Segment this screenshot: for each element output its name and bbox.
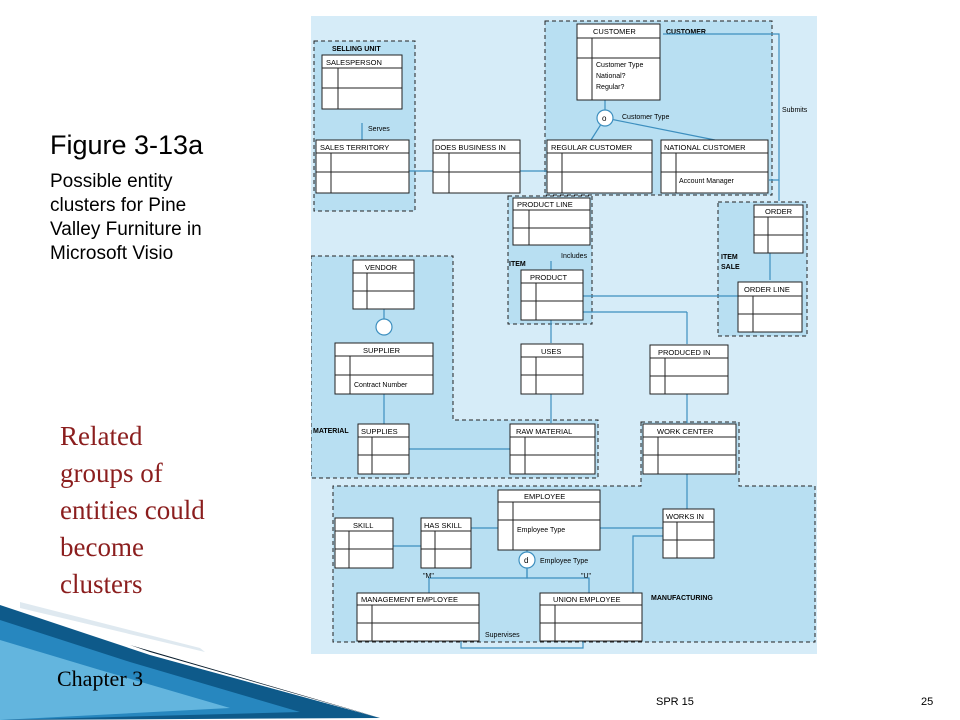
entity-works-in xyxy=(662,508,715,559)
decorative-swoosh xyxy=(0,602,380,720)
relationship-supervises: Supervises xyxy=(485,632,520,639)
note-line: become xyxy=(60,532,144,562)
entity-regular-customer xyxy=(546,139,653,194)
entity-raw-material xyxy=(509,423,596,475)
caption-line: clusters for Pine xyxy=(50,195,187,216)
entity-product-line xyxy=(512,197,591,246)
entity-salesperson xyxy=(321,54,403,110)
entity-name: WORKS IN xyxy=(666,512,704,521)
subtype-value-m: "M" xyxy=(423,573,434,580)
entity-name: USES xyxy=(541,347,561,356)
cluster-label-selling-unit: SELLING UNIT xyxy=(332,46,381,53)
attribute-employee-type: Employee Type xyxy=(517,527,565,534)
entity-name: ORDER xyxy=(765,207,793,216)
note-line: clusters xyxy=(60,569,143,599)
subtype-o: o xyxy=(602,114,607,123)
entity-name: SALES TERRITORY xyxy=(320,143,389,152)
entity-name: SKILL xyxy=(353,521,373,530)
entity-order-line xyxy=(737,281,803,333)
cluster-label-item-sale: SALE xyxy=(721,264,740,271)
note-line: groups of xyxy=(60,458,163,488)
caption-line: Microsoft Visio xyxy=(50,243,174,264)
entity-name: PRODUCED IN xyxy=(658,348,711,357)
entity-vendor xyxy=(352,259,415,310)
entity-name: PRODUCT LINE xyxy=(517,200,573,209)
figure-title: Figure 3-13a xyxy=(50,130,204,160)
cluster-label-material: MATERIAL xyxy=(313,428,349,435)
entity-has-skill xyxy=(420,517,472,569)
attribute-customer-type: Customer Type xyxy=(596,62,643,69)
attribute-account-manager: Account Manager xyxy=(679,178,735,185)
entity-name: NATIONAL CUSTOMER xyxy=(664,143,746,152)
entity-does-business-in xyxy=(432,139,521,194)
note-line: entities could xyxy=(60,495,205,525)
cluster-label-item: ITEM xyxy=(509,261,526,268)
subtype-value-u: "U" xyxy=(581,573,592,580)
footer-term: SPR 15 xyxy=(656,696,694,708)
entity-product xyxy=(520,269,584,321)
entity-order xyxy=(753,204,804,254)
subtype-discriminator-employee: Employee Type xyxy=(540,558,588,565)
chapter-label: Chapter 3 xyxy=(57,666,144,691)
cluster-material xyxy=(311,255,599,479)
relationship-serves: Serves xyxy=(368,126,390,133)
entity-national-customer xyxy=(660,139,769,194)
page-number: 25 xyxy=(921,696,934,708)
entity-supplies xyxy=(357,423,410,475)
entity-name: VENDOR xyxy=(365,263,398,272)
cluster-label-customer: CUSTOMER xyxy=(666,29,706,36)
entity-management-employee xyxy=(356,592,480,642)
entity-name: SALESPERSON xyxy=(326,58,382,67)
entity-produced-in xyxy=(649,344,729,395)
entity-name: REGULAR CUSTOMER xyxy=(551,143,633,152)
subtype-d: d xyxy=(524,556,528,565)
attribute-contract-number: Contract Number xyxy=(354,382,408,389)
entity-name: MANAGEMENT EMPLOYEE xyxy=(361,595,458,604)
entity-name: WORK CENTER xyxy=(657,427,714,436)
entity-union-employee xyxy=(539,592,643,642)
entity-name: DOES BUSINESS IN xyxy=(435,143,506,152)
attribute-national: National? xyxy=(596,73,626,80)
entity-name: SUPPLIES xyxy=(361,427,398,436)
caption-line: Valley Furniture in xyxy=(50,219,202,240)
cluster-label-manufacturing: MANUFACTURING xyxy=(651,595,713,602)
entity-name: EMPLOYEE xyxy=(524,492,565,501)
cluster-label-item-sale: ITEM xyxy=(721,254,738,261)
entity-name: CUSTOMER xyxy=(593,27,636,36)
entity-uses xyxy=(520,343,584,395)
caption-line: Possible entity xyxy=(50,171,173,192)
subtype-discriminator-customer: Customer Type xyxy=(622,114,669,121)
entity-customer xyxy=(576,23,661,101)
entity-name: HAS SKILL xyxy=(424,521,462,530)
entity-name: UNION EMPLOYEE xyxy=(553,595,621,604)
attribute-regular: Regular? xyxy=(596,84,625,91)
entity-skill xyxy=(334,517,394,569)
relationship-submits: Submits xyxy=(782,107,808,114)
entity-name: SUPPLIER xyxy=(363,346,401,355)
note-line: Related xyxy=(60,421,143,451)
entity-cluster-diagram: SELLING UNIT CUSTOMER ITEM ITEM SALE MAT… xyxy=(311,16,817,654)
relationship-includes: Includes xyxy=(561,253,588,260)
entity-name: ORDER LINE xyxy=(744,285,790,294)
entity-name: PRODUCT xyxy=(530,273,568,282)
entity-name: RAW MATERIAL xyxy=(516,427,572,436)
entity-supplier xyxy=(334,342,434,395)
